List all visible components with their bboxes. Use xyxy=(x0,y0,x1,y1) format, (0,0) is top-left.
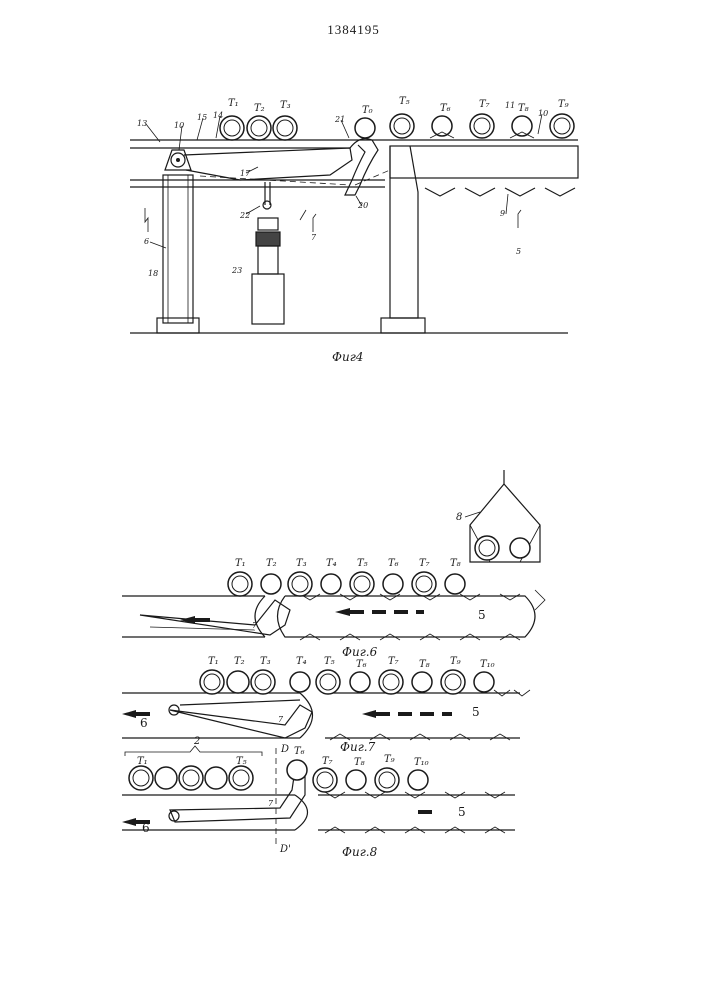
lever-7 xyxy=(170,700,312,738)
conveyor-beam-9 xyxy=(390,146,578,178)
fig7-caption: Фиг.7 xyxy=(340,740,376,754)
fig6-pipe-label: T₂ xyxy=(266,558,277,569)
fig7-pipe-label: T₅ xyxy=(324,656,335,667)
fig6-pipe-label: T₅ xyxy=(357,558,368,569)
fig7-pipe-label: T₇ xyxy=(388,656,399,667)
fig7-pipe-label: T₆ xyxy=(356,659,367,670)
fig6-pipe-label: T₆ xyxy=(388,558,399,569)
fig8-caption: Фиг.8 xyxy=(342,845,378,859)
fig6-pipe-label: T₁ xyxy=(235,558,246,569)
cylinder-23-body xyxy=(252,274,284,324)
fig8-pipe-label: T₁₀ xyxy=(414,757,429,768)
section-label-bottom: D' xyxy=(279,844,291,855)
callout: 14 xyxy=(213,111,223,120)
chain-v-links xyxy=(425,188,575,196)
fig4-pipe-label: T₅ xyxy=(399,96,410,107)
figure-5-cradle: 8 xyxy=(456,470,540,562)
group-label: 2 xyxy=(193,736,200,747)
callout: 21 xyxy=(334,115,345,124)
callout: 10 xyxy=(538,109,548,118)
fig7-pipe-label: T₈ xyxy=(419,659,430,670)
callout: 13 xyxy=(137,119,147,128)
fig6-pipe-label: T₃ xyxy=(296,558,307,569)
fig4-pipe-label: T₀ xyxy=(362,105,373,116)
conveyor-5 xyxy=(278,596,536,637)
fig4-pipe-label: T₂ xyxy=(254,103,265,114)
fig4-pipe-label: T₈ xyxy=(518,103,529,114)
fig4-pipe-label: T₇ xyxy=(479,99,490,110)
fig8-pipe-label: T₇ xyxy=(322,756,333,767)
group-brace xyxy=(125,746,262,756)
callout: 5 xyxy=(478,608,486,622)
callout: 5 xyxy=(472,705,480,719)
figure-4: T₁ T₂ T₃ T₀ T₅ T₆ T₇ T₈ T₉ 13 10 15 14 2… xyxy=(130,96,578,364)
callout: 7 xyxy=(278,715,284,724)
column-right xyxy=(390,146,418,318)
callout: 18 xyxy=(148,269,158,278)
callout: 5 xyxy=(516,247,521,256)
figure-8: T₁ T₅ T₆ T₇ T₈ T₉ T₁₀ 2 D D' 6 7 5 Фиг.8 xyxy=(122,736,515,859)
fig7-pipe-label: T₄ xyxy=(296,656,307,667)
callout: 11 xyxy=(505,101,515,110)
callout: 9 xyxy=(500,209,505,218)
section-label-top: D xyxy=(280,744,289,755)
callout: 6 xyxy=(140,716,148,730)
callout: 17 xyxy=(240,169,251,178)
fig4-pipes xyxy=(220,114,574,140)
fig8-pipe-label: T₆ xyxy=(294,746,305,757)
fig4-pipe-label: T₉ xyxy=(558,99,569,110)
fig8-pipe-label: T₉ xyxy=(384,754,395,765)
callout: 7 xyxy=(268,799,274,808)
fig4-caption: Фиг4 xyxy=(332,350,363,364)
lever-7 xyxy=(140,600,290,635)
callout: 20 xyxy=(357,201,368,210)
column-18 xyxy=(163,175,193,323)
callout: 8 xyxy=(456,512,462,523)
fig7-pipe-label: T₉ xyxy=(450,656,461,667)
fig8-pipe-label: T₁ xyxy=(137,756,148,767)
cylinder-23-head xyxy=(258,218,278,230)
figure-6: T₁ T₂ T₃ T₄ T₅ T₆ T₇ T₈ 7 5 Фиг.6 xyxy=(122,558,545,659)
fig8-pipe-label: T₈ xyxy=(354,757,365,768)
fig4-pipe-label: T₁ xyxy=(228,98,239,109)
callout: 23 xyxy=(231,266,242,275)
fig7-pipe-label: T₁ xyxy=(208,656,219,667)
fig8-pipe-label: T₅ xyxy=(236,756,247,767)
callout: 7 xyxy=(311,233,317,242)
callout: 5 xyxy=(458,805,466,819)
fig6-pipe-label: T₇ xyxy=(419,558,430,569)
fig7-pipe-label: T₁₀ xyxy=(480,659,495,670)
fig6-pipe-label: T₈ xyxy=(450,558,461,569)
callout: 6 xyxy=(144,237,149,246)
fig6-pipe-label: T₄ xyxy=(326,558,337,569)
fig7-pipe-label: T₃ xyxy=(260,656,271,667)
fig6-caption: Фиг.6 xyxy=(342,645,378,659)
callout: 6 xyxy=(142,821,150,835)
fig4-pipe-label: T₆ xyxy=(440,103,451,114)
fig4-pipe-label: T₃ xyxy=(280,100,291,111)
fig7-pipe-label: T₂ xyxy=(234,656,245,667)
figure-7: T₁ T₂ T₃ T₄ T₅ T₆ T₇ T₈ T₉ T₁₀ 6 7 5 Фиг… xyxy=(122,656,530,754)
lever-17 xyxy=(184,148,352,180)
callout: 10 xyxy=(174,121,184,130)
